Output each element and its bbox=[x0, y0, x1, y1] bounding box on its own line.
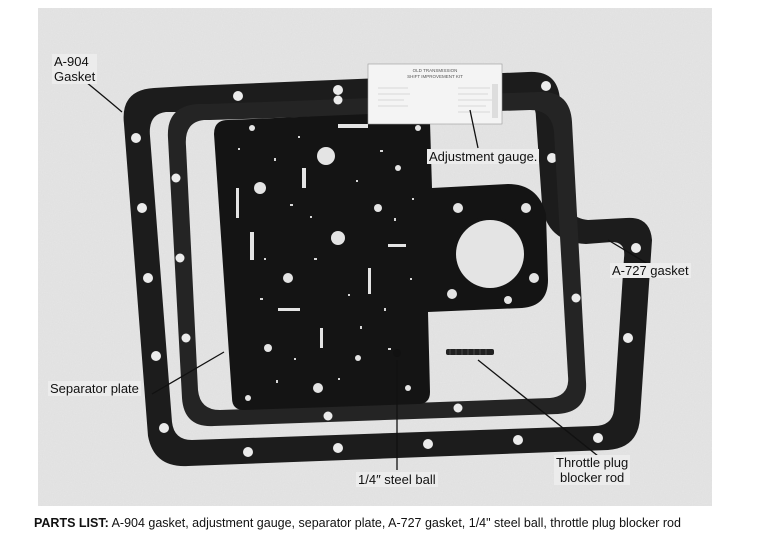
label-a904-gasket: A-904 Gasket bbox=[52, 54, 98, 84]
caption-heading: PARTS LIST: bbox=[34, 516, 109, 530]
a727-gasket bbox=[123, 71, 652, 467]
throttle-plug-blocker-rod bbox=[446, 349, 494, 355]
separator-plate bbox=[214, 112, 548, 410]
parts-list-caption: PARTS LIST: A-904 gasket, adjustment gau… bbox=[34, 516, 681, 530]
leader-a904 bbox=[85, 81, 123, 113]
gauge-card-line2: SHIFT IMPROVEMENT KIT bbox=[407, 74, 463, 79]
caption-text: A-904 gasket, adjustment gauge, separato… bbox=[108, 516, 681, 530]
leader-rod bbox=[477, 359, 599, 457]
a904-gasket bbox=[167, 91, 587, 427]
label-a727-gasket: A-727 gasket bbox=[610, 263, 691, 278]
label-a904-text: A-904 Gasket bbox=[54, 54, 96, 84]
leader-separator bbox=[151, 351, 225, 395]
gauge-card-line1: OLD TRANSMISSION bbox=[413, 68, 458, 73]
label-separator-plate: Separator plate bbox=[48, 381, 141, 396]
parts-photo: OLD TRANSMISSION SHIFT IMPROVEMENT KIT bbox=[38, 8, 712, 506]
adjustment-gauge: OLD TRANSMISSION SHIFT IMPROVEMENT KIT bbox=[367, 63, 503, 125]
label-throttle-rod: Throttle plug blocker rod bbox=[554, 455, 631, 485]
steel-ball bbox=[393, 349, 401, 357]
label-throttle-text: Throttle plug blocker rod bbox=[556, 455, 629, 485]
leader-adjustment bbox=[469, 109, 479, 149]
label-steel-ball: 1/4″ steel ball bbox=[356, 472, 438, 487]
label-adjustment-gauge: Adjustment gauge. bbox=[427, 149, 540, 164]
